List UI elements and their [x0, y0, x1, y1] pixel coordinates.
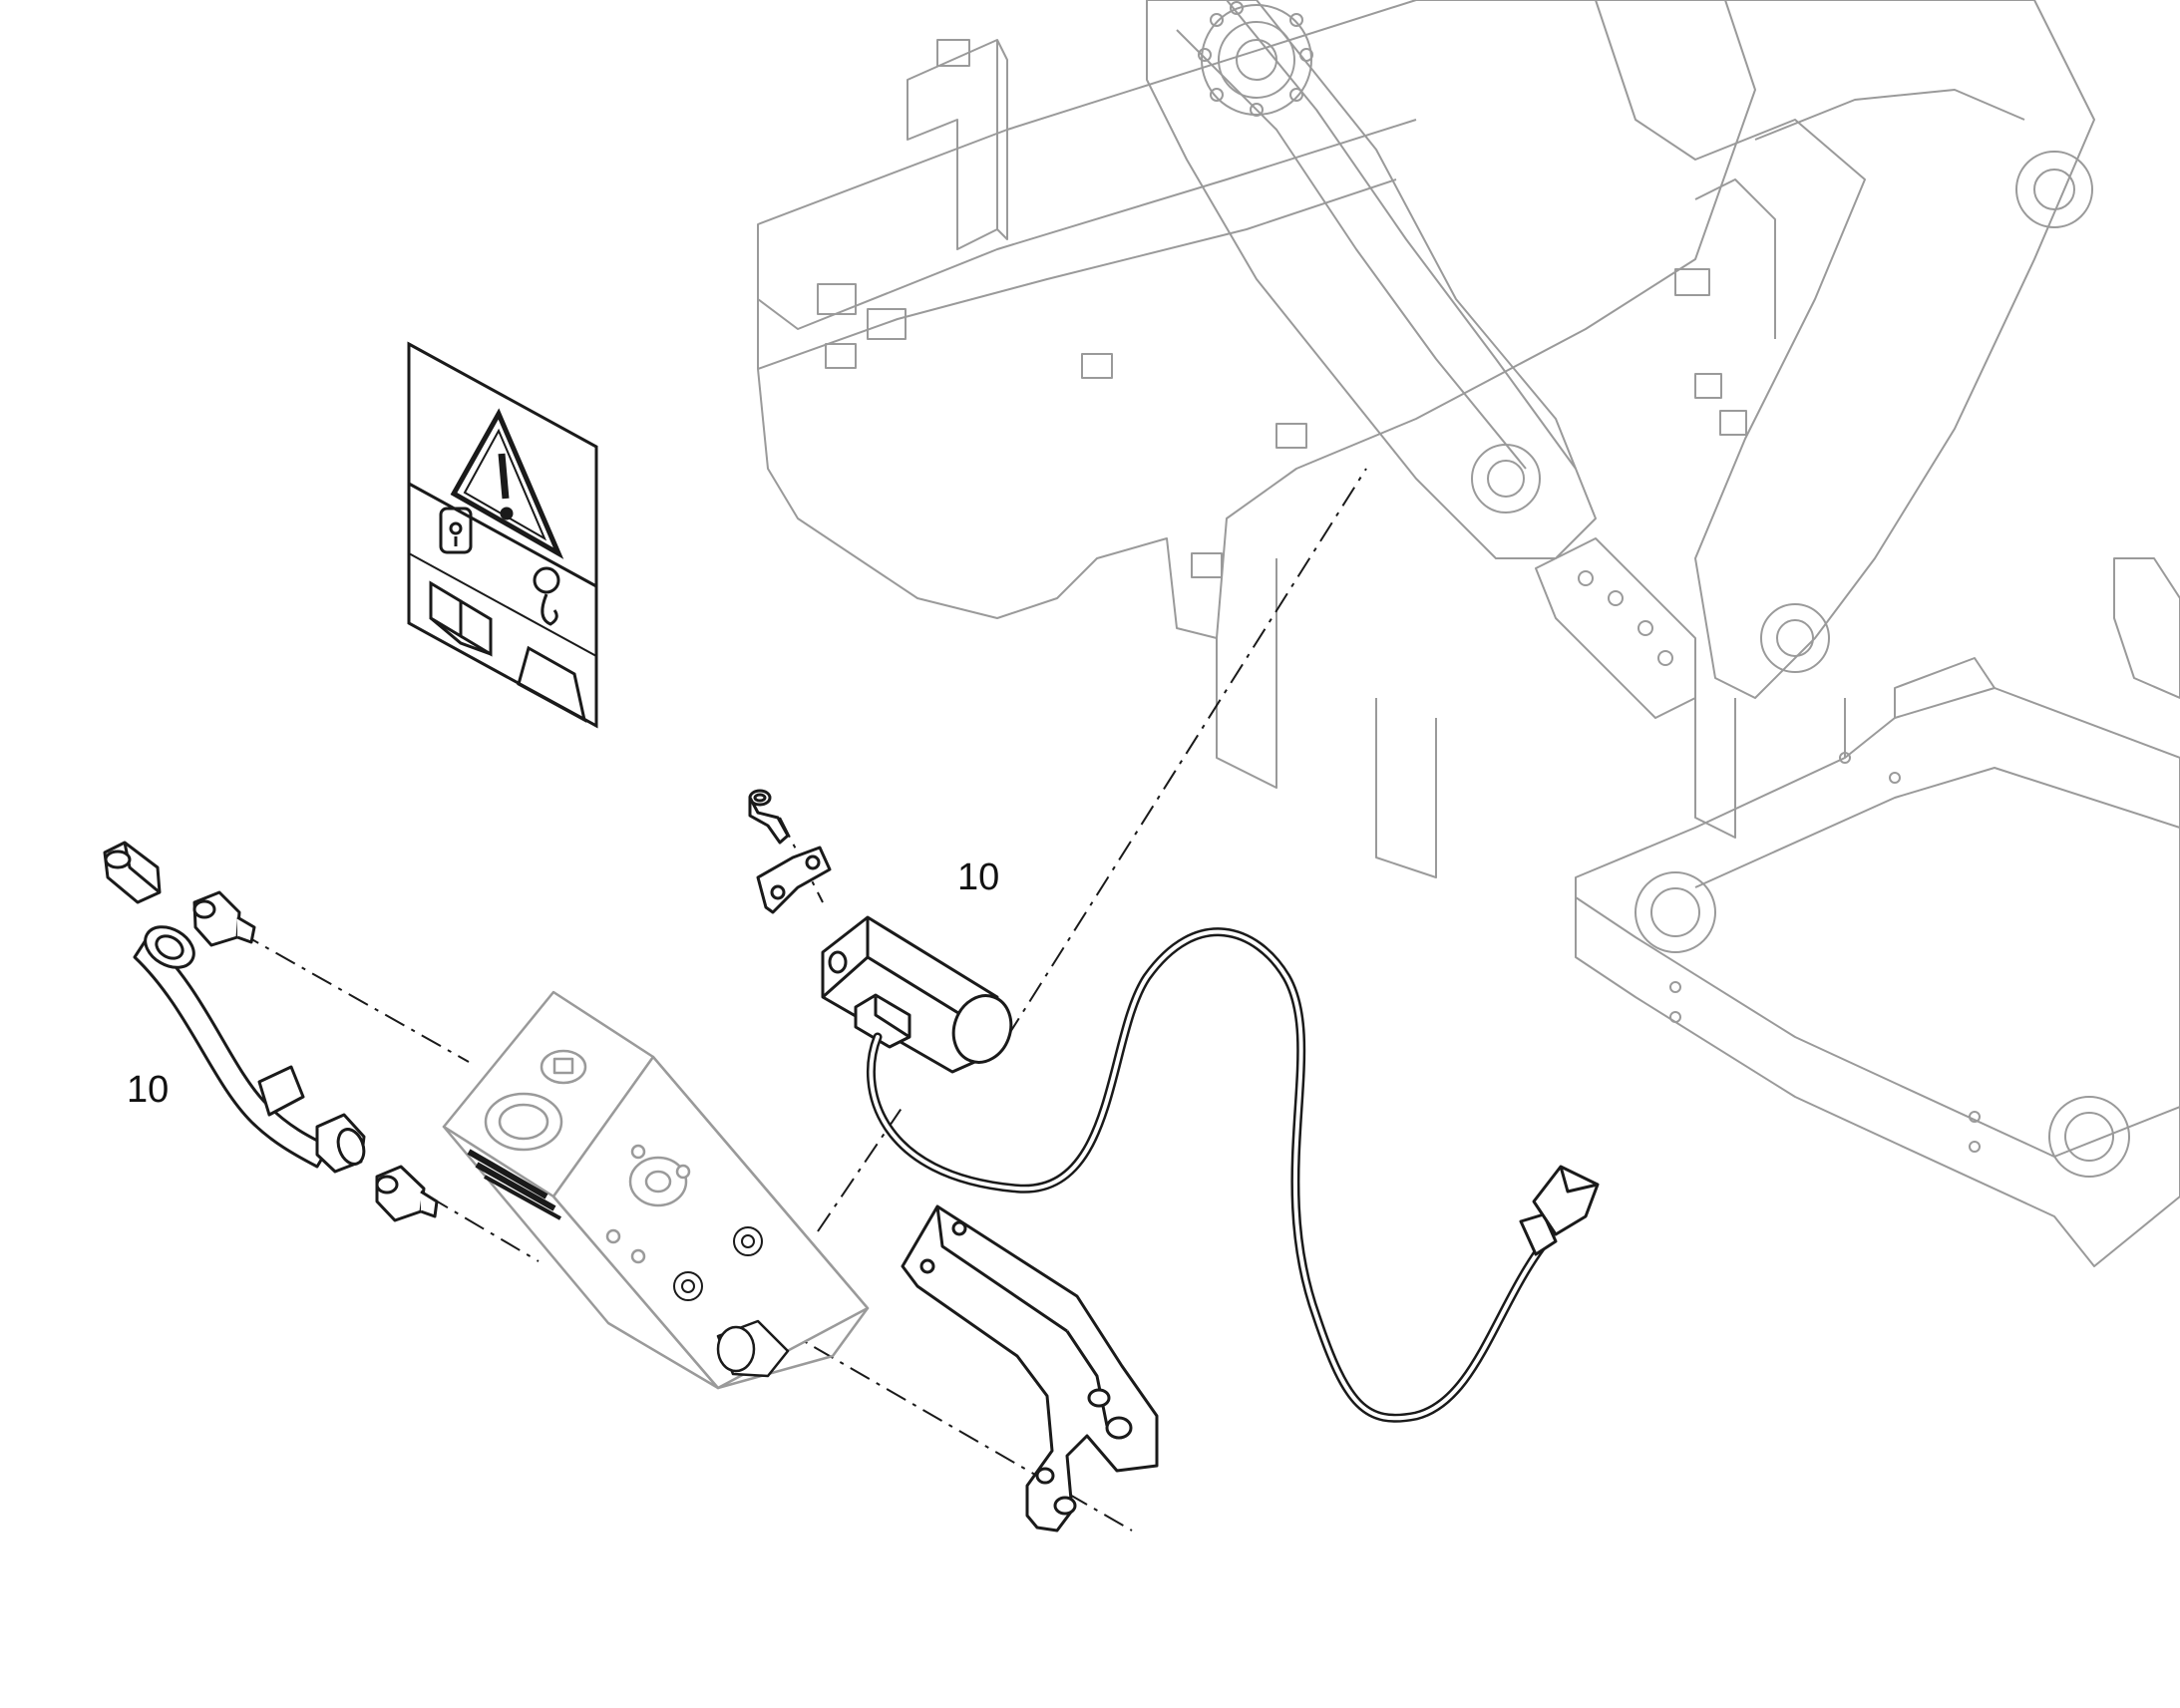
reservoir-gauge-icon	[439, 507, 473, 554]
hose-nut-top	[103, 841, 162, 904]
position-sensor	[821, 915, 1013, 1074]
adapter-fitting-lower	[375, 1165, 439, 1222]
boom-cylinder	[1146, 0, 1597, 559]
frame-valve-block	[1535, 537, 1696, 719]
lifting-hook-icon	[517, 566, 587, 723]
warning-triangle-icon	[450, 408, 564, 559]
cable-plug	[1519, 1165, 1600, 1256]
assembly-line-fitting-lower	[428, 1196, 540, 1262]
frame-bracket-left	[907, 39, 998, 250]
frame-deck-plate	[757, 0, 1756, 639]
assembly-line-fitting-upper	[238, 931, 470, 1063]
hose-body	[133, 935, 331, 1169]
callout-hose-assembly: 10	[127, 1069, 169, 1111]
assembly-line-block-to-sensor	[817, 1106, 904, 1232]
sensor-clamp	[756, 846, 832, 914]
sensor-end-cap	[951, 994, 1013, 1064]
callout-sensor-assembly: 10	[957, 856, 999, 898]
frame-deck-edge	[757, 119, 1417, 330]
sensor-cable	[867, 927, 1551, 1423]
manual-book-icon	[429, 580, 493, 657]
decal-outline	[407, 341, 598, 729]
assembly-lines	[238, 468, 1367, 1532]
mounting-bolt	[748, 789, 790, 845]
assembly-line-sensor-to-frame	[1006, 468, 1367, 1038]
valve-block	[442, 990, 870, 1390]
boom-arm-right	[1595, 0, 2095, 699]
mounting-bracket	[901, 1204, 1159, 1533]
chassis-rail-right	[1575, 687, 2180, 1267]
hose-assembly	[103, 841, 439, 1222]
machine-frame-ghost	[757, 0, 2180, 1267]
warning-decal	[407, 341, 598, 729]
assembly-line-bracket	[777, 1325, 1133, 1532]
adapter-fitting-upper	[192, 890, 256, 947]
hose-nut-bottom	[315, 1113, 366, 1174]
